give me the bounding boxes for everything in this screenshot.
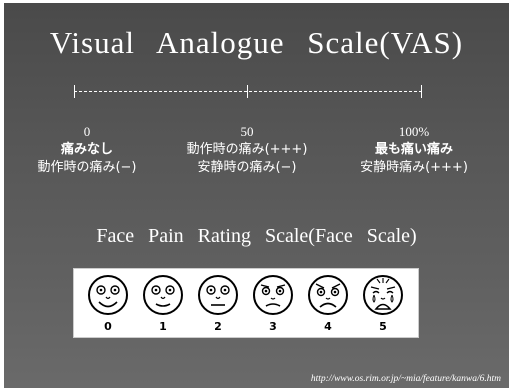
- vas-value-100: 100%: [398, 124, 430, 139]
- face-label: 5: [379, 320, 387, 333]
- face-label: 0: [104, 320, 112, 333]
- face-label: 3: [269, 320, 277, 333]
- scale-dashed-line: [74, 91, 422, 92]
- vas-value-50: 50: [240, 124, 254, 139]
- scale-tick-50: [247, 85, 248, 98]
- scale-tick-100: [421, 85, 422, 98]
- vas-scale-line: [74, 83, 422, 103]
- vas-label-mid: 50 動作時の痛み(+++) 安静時の痛み(−): [167, 123, 327, 177]
- crying-face-icon: [363, 275, 403, 315]
- slightly-sad-face-icon: [253, 275, 293, 315]
- vas-mid-line2: 安静時の痛み(−): [197, 160, 297, 175]
- face-label: 2: [214, 320, 222, 333]
- slightly-smiling-face-icon: [143, 275, 183, 315]
- sad-face-icon: [308, 275, 348, 315]
- face-scale-panel: 0 1 2: [73, 268, 419, 338]
- vas-right-line1: 最も痛い痛み: [374, 142, 453, 157]
- slide-title: Visual Analogue Scale(VAS): [49, 25, 464, 60]
- slide: Visual Analogue Scale(VAS) 0 痛みなし 動作時の痛み…: [4, 3, 509, 388]
- face-3: 3: [250, 273, 296, 335]
- vas-left-line1: 痛みなし: [60, 142, 113, 157]
- vas-mid-line1: 動作時の痛み(+++): [186, 142, 308, 157]
- vas-left-line2: 動作時の痛み(−): [37, 160, 137, 175]
- face-5: 5: [360, 273, 406, 335]
- face-1: 1: [140, 273, 186, 335]
- vas-value-0: 0: [83, 124, 91, 139]
- vas-label-right: 100% 最も痛い痛み 安静時痛み(+++): [334, 123, 494, 177]
- face-label: 4: [324, 320, 332, 333]
- face-0: 0: [85, 273, 131, 335]
- face-label: 1: [159, 320, 167, 333]
- face-2: 2: [195, 273, 241, 335]
- scale-tick-0: [74, 85, 75, 98]
- neutral-face-icon: [198, 275, 238, 315]
- face-4: 4: [305, 273, 351, 335]
- vas-right-line2: 安静時痛み(+++): [360, 160, 468, 175]
- vas-label-left: 0 痛みなし 動作時の痛み(−): [12, 123, 162, 177]
- source-url: http://www.os.rim.or.jp/~mia/feature/kan…: [310, 374, 501, 384]
- smiling-face-icon: [88, 275, 128, 315]
- face-scale-title: Face Pain Rating Scale(Face Scale): [96, 225, 417, 247]
